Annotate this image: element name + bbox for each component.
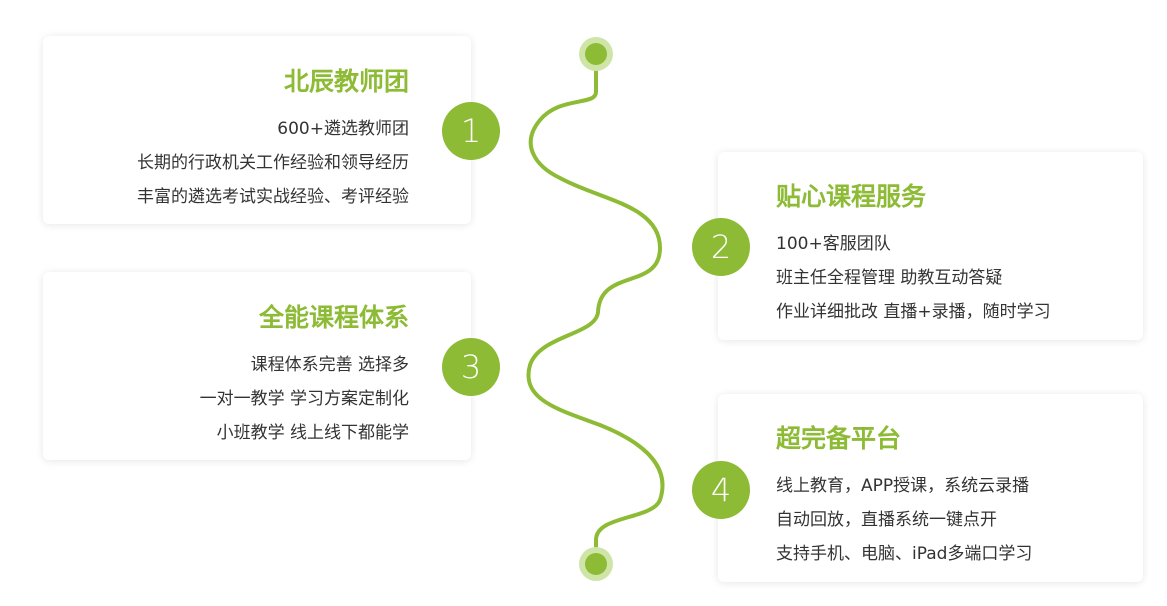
card-course-service: 贴心课程服务 100+客服团队 班主任全程管理 助教互动答疑 作业详细批改 直播…	[718, 152, 1143, 340]
card-title: 北辰教师团	[283, 67, 409, 96]
step-number-badge: 2	[692, 218, 750, 276]
card-line: 自动回放，直播系统一键点开	[776, 510, 997, 530]
card-course-system: 全能课程体系 课程体系完善 选择多 一对一教学 学习方案定制化 小班教学 线上线…	[43, 272, 471, 460]
card-title: 贴心课程服务	[776, 182, 927, 211]
card-line: 100+客服团队	[776, 234, 891, 254]
card-title: 超完备平台	[776, 424, 902, 453]
card-platform: 超完备平台 线上教育，APP授课，系统云录播 自动回放，直播系统一键点开 支持手…	[718, 394, 1143, 582]
card-title: 全能课程体系	[258, 303, 409, 332]
card-line: 一对一教学 学习方案定制化	[199, 389, 409, 409]
card-line: 作业详细批改 直播+录播，随时学习	[776, 302, 1051, 322]
card-line: 丰富的遴选考试实战经验、考评经验	[137, 187, 409, 207]
step-number-badge: 1	[442, 102, 500, 160]
step-number-badge: 3	[442, 338, 500, 396]
step-number-badge: 4	[692, 461, 750, 519]
card-line: 课程体系完善 选择多	[250, 355, 409, 375]
card-teacher-team: 北辰教师团 600+遴选教师团 长期的行政机关工作经验和领导经历 丰富的遴选考试…	[43, 36, 471, 224]
end-endpoint-icon	[579, 547, 613, 581]
card-line: 长期的行政机关工作经验和领导经历	[137, 153, 409, 173]
start-endpoint-icon	[579, 37, 613, 71]
card-line: 支持手机、电脑、iPad多端口学习	[776, 544, 1033, 564]
card-line: 小班教学 线上线下都能学	[216, 423, 409, 443]
card-line: 600+遴选教师团	[277, 119, 409, 139]
card-line: 线上教育，APP授课，系统云录播	[776, 476, 1030, 496]
card-line: 班主任全程管理 助教互动答疑	[776, 268, 1003, 288]
